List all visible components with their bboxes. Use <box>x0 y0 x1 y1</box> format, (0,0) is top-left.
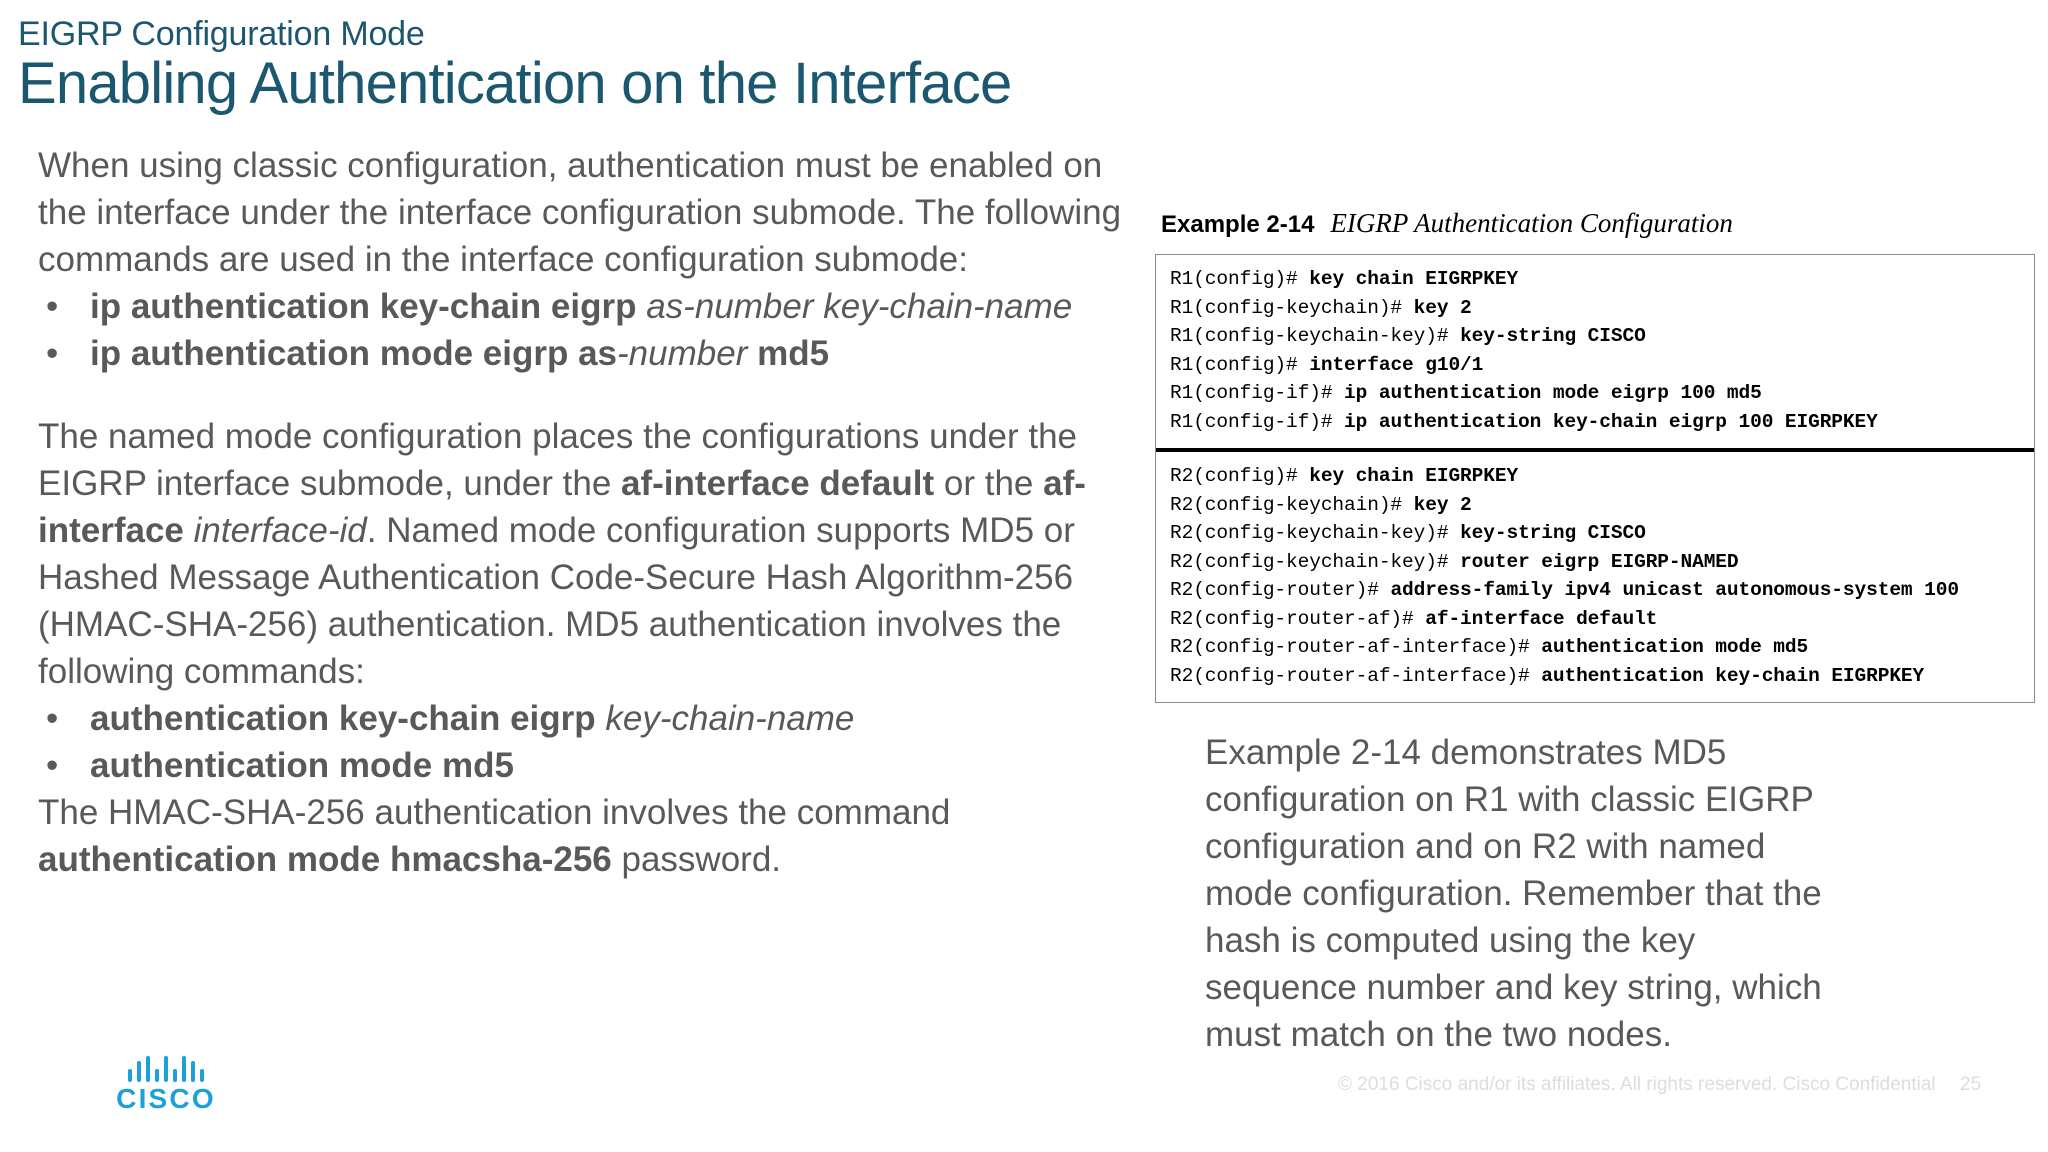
slide-header: EIGRP Configuration Mode Enabling Authen… <box>18 14 1518 116</box>
code-prompt: R1(config)# <box>1170 268 1310 290</box>
text-run: af-interface default <box>621 464 935 503</box>
list-item: • authentication mode md5 <box>38 742 1128 789</box>
list-item: • ip authentication mode eigrp as-number… <box>38 330 1128 377</box>
code-line: R1(config-keychain-key)# key-string CISC… <box>1170 322 2034 351</box>
bullet-marker: • <box>46 287 59 326</box>
code-command: af-interface default <box>1425 607 1658 630</box>
text-run: -number <box>617 334 758 373</box>
code-prompt: R2(config-router-af)# <box>1170 607 1426 630</box>
code-prompt: R1(config-if)# <box>1170 410 1345 433</box>
text-run: authentication key-chain eigrp <box>90 699 606 738</box>
code-line: R1(config-if)# ip authentication mode ei… <box>1170 379 2034 408</box>
bullet-list-classic: • ip authentication key-chain eigrp as-n… <box>38 283 1128 377</box>
text-run: ip authentication mode eigrp as <box>90 334 618 373</box>
text-run: The HMAC-SHA-256 authentication involves… <box>38 793 951 832</box>
bullet-marker: • <box>46 746 59 785</box>
code-prompt: R2(config-keychain)# <box>1170 493 1414 516</box>
code-command: authentication key-chain EIGRPKEY <box>1541 664 1925 687</box>
paragraph-classic-config: When using classic configuration, authen… <box>38 146 1122 279</box>
code-line: R1(config)# interface g10/1 <box>1170 351 2034 380</box>
text-run: af-interface <box>38 464 1086 550</box>
code-prompt: R2(config-router)# <box>1170 579 1391 601</box>
code-prompt: R2(config-router-af-interface)# <box>1170 636 1542 658</box>
paragraph-spacer <box>38 377 1128 413</box>
bullet-content: authentication key-chain eigrp key-chain… <box>90 695 1128 742</box>
paragraph-hmac: The HMAC-SHA-256 authentication involves… <box>38 789 1128 883</box>
code-line: R1(config-if)# ip authentication key-cha… <box>1170 408 2034 437</box>
code-command: key chain EIGRPKEY <box>1309 268 1519 290</box>
text-run: key-chain-name <box>605 699 855 738</box>
bullet-list-named: • authentication key-chain eigrp key-cha… <box>38 695 1128 789</box>
code-line: R2(config-keychain)# key 2 <box>1170 491 2034 520</box>
slide-eyebrow: EIGRP Configuration Mode <box>18 15 425 53</box>
code-line: R2(config-router-af)# af-interface defau… <box>1170 605 2034 634</box>
code-prompt: R2(config-keychain-key)# <box>1170 522 1461 544</box>
code-line: R2(config-keychain-key)# router eigrp EI… <box>1170 548 2034 577</box>
cisco-logo: CISCO <box>108 1056 224 1114</box>
example-title: EIGRP Authentication Configuration <box>1330 208 1733 238</box>
code-command: key chain EIGRPKEY <box>1309 465 1519 487</box>
code-prompt: R1(config)# <box>1170 353 1310 376</box>
code-prompt: R2(config-router-af-interface)# <box>1170 664 1542 687</box>
copyright-notice: © 2016 Cisco and/or its affiliates. All … <box>1338 1074 1936 1095</box>
code-line: R2(config-router)# address-family ipv4 u… <box>1170 576 2034 605</box>
text-run: as-number key-chain-name <box>646 287 1073 326</box>
code-prompt: R1(config-if)# <box>1170 382 1345 404</box>
code-line: R2(config-keychain-key)# key-string CISC… <box>1170 519 2034 548</box>
text-run: password. <box>611 840 782 879</box>
code-command: interface g10/1 <box>1309 353 1484 376</box>
example-label: Example 2-14 <box>1161 211 1315 238</box>
text-run: authentication mode md5 <box>90 746 514 785</box>
code-command: key-string CISCO <box>1460 522 1646 544</box>
text-run: The named mode configuration places the … <box>38 417 1077 503</box>
code-prompt: R2(config-keychain-key)# <box>1170 550 1461 573</box>
code-command: ip authentication mode eigrp 100 md5 <box>1344 382 1762 404</box>
cisco-wordmark: CISCO <box>116 1083 216 1114</box>
code-command: ip authentication key-chain eigrp 100 EI… <box>1344 410 1878 433</box>
paragraph-named-mode: The named mode configuration places the … <box>38 413 1128 695</box>
code-line: R2(config-router-af-interface)# authenti… <box>1170 633 2034 662</box>
bullet-content: ip authentication mode eigrp as-number m… <box>90 330 1128 377</box>
text-run: or the <box>934 464 1044 503</box>
code-line: R2(config-router-af-interface)# authenti… <box>1170 662 2034 691</box>
paragraph-example-explanation: Example 2-14 demonstrates MD5 configurat… <box>1205 733 1822 1054</box>
bullet-content: authentication mode md5 <box>90 742 1128 789</box>
bullet-marker: • <box>46 699 59 738</box>
text-run: ip authentication key-chain eigrp <box>90 287 647 326</box>
code-prompt: R1(config-keychain-key)# <box>1170 325 1461 347</box>
text-run: interface-id <box>193 511 367 550</box>
code-command: router eigrp EIGRP-NAMED <box>1460 550 1739 573</box>
bullet-marker: • <box>46 334 59 373</box>
code-command: key-string CISCO <box>1460 325 1646 347</box>
page-title: Enabling Authentication on the Interface <box>18 51 1012 116</box>
list-item: • authentication key-chain eigrp key-cha… <box>38 695 1128 742</box>
page-number: 25 <box>1960 1074 1982 1095</box>
text-run: . Named mode configuration supports MD5 … <box>38 511 1075 691</box>
code-command: key 2 <box>1413 493 1472 516</box>
text-run: md5 <box>757 334 830 373</box>
example-caption: Example 2-14 EIGRP Authentication Configu… <box>1161 208 2035 240</box>
code-line: R1(config-keychain)# key 2 <box>1170 294 2034 323</box>
code-command: address-family ipv4 unicast autonomous-s… <box>1390 579 1959 601</box>
code-prompt: R2(config)# <box>1170 465 1310 487</box>
code-prompt: R1(config-keychain)# <box>1170 296 1414 319</box>
cisco-bridge-icon <box>108 1056 224 1082</box>
right-content-column: Example 2-14 EIGRP Authentication Configu… <box>1155 208 2035 1058</box>
code-line: R2(config)# key chain EIGRPKEY <box>1170 462 2034 491</box>
code-command: authentication mode md5 <box>1541 636 1809 658</box>
code-line: R1(config)# key chain EIGRPKEY <box>1170 265 2034 294</box>
text-run: authentication mode hmacsha-256 <box>38 840 612 879</box>
bullet-content: ip authentication key-chain eigrp as-num… <box>90 283 1128 330</box>
list-item: • ip authentication key-chain eigrp as-n… <box>38 283 1128 330</box>
code-command: key 2 <box>1413 296 1472 319</box>
left-content-column: When using classic configuration, authen… <box>38 142 1128 883</box>
